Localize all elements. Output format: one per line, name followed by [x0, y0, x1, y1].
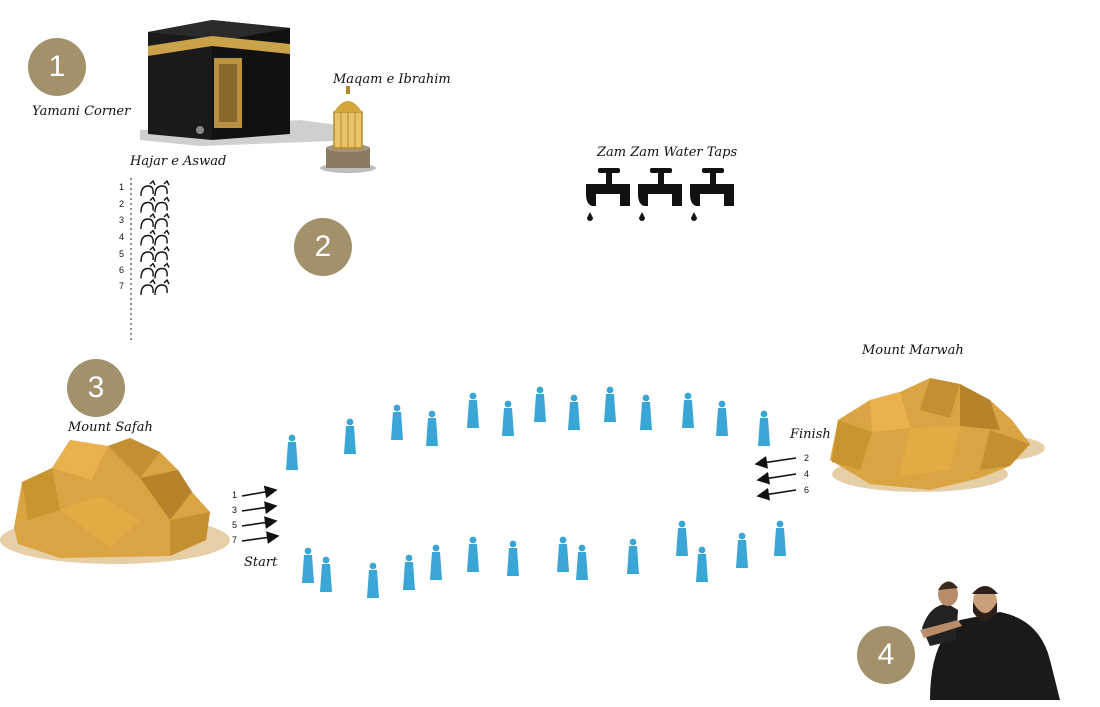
mount-safah-label: Mount Safah: [68, 420, 153, 435]
safa-round-number: 5: [232, 520, 238, 530]
hajar-aswad-label: Hajar e Aswad: [130, 154, 227, 169]
tawaf-loop-arrow: [154, 251, 168, 263]
tawaf-loop-arrow: [140, 267, 154, 279]
pilgrim-icon: [716, 400, 728, 436]
safa-round-number: 3: [232, 505, 238, 515]
marwah-round-number: 4: [804, 469, 810, 479]
tawaf-loop-arrow: [140, 284, 154, 296]
water-tap-icon: [690, 168, 734, 221]
tawaf-loop-arrow: [154, 267, 168, 279]
maqam-ibrahim-label: Maqam e Ibrahim: [333, 72, 451, 87]
marwah-round-number: 2: [804, 453, 810, 463]
marwah-round-number: 6: [804, 485, 810, 495]
pilgrim-icon: [627, 538, 639, 574]
pilgrim-icon: [403, 554, 415, 590]
pilgrim-icon: [758, 410, 770, 446]
finish-label: Finish: [790, 427, 831, 442]
tawaf-round-number: 4: [119, 232, 125, 242]
tawaf-round-number: 3: [119, 215, 125, 225]
pilgrim-icon: [534, 386, 546, 422]
pilgrim-icon: [344, 418, 356, 454]
pilgrim-icon: [736, 532, 748, 568]
pilgrim-icon: [696, 546, 708, 582]
safa-round-number: 7: [232, 535, 238, 545]
pilgrim-icon: [682, 392, 694, 428]
step-badge-1: 1: [28, 38, 86, 96]
step-badge-4: 4: [857, 626, 915, 684]
tawaf-loop-arrow: [154, 234, 168, 246]
tawaf-loop-arrow: [154, 201, 168, 213]
step-badge-3: 3: [67, 359, 125, 417]
pilgrim-icon: [507, 540, 519, 576]
tawaf-loop-arrow: [140, 201, 154, 213]
pilgrim-icon: [576, 544, 588, 580]
safa-arrow: [241, 501, 278, 514]
pilgrim-icon: [320, 556, 332, 592]
tawaf-round-number: 7: [119, 281, 125, 291]
safa-arrow: [241, 531, 280, 544]
yamani-corner-label: Yamani Corner: [32, 104, 131, 119]
safa-round-number: 1: [232, 490, 238, 500]
tawaf-loop-arrow: [154, 185, 168, 197]
pilgrim-icon: [426, 410, 438, 446]
zamzam-label: Zam Zam Water Taps: [597, 145, 738, 160]
safa-arrow: [241, 485, 278, 499]
water-tap-icon: [586, 168, 630, 221]
tawaf-loop-arrow: [140, 251, 154, 263]
tawaf-loop-arrow: [154, 284, 168, 296]
pilgrim-icon: [557, 536, 569, 572]
pilgrim-icon: [430, 544, 442, 580]
tawaf-round-number: 1: [119, 182, 125, 192]
pilgrim-icon: [467, 392, 479, 428]
tawaf-round-number: 6: [119, 265, 125, 275]
pilgrim-icon: [502, 400, 514, 436]
tawaf-loop-arrow: [140, 185, 154, 197]
pilgrim-icon: [676, 520, 688, 556]
pilgrim-icon: [640, 394, 652, 430]
water-tap-icon: [638, 168, 682, 221]
marwah-arrow: [756, 487, 797, 501]
start-label: Start: [244, 555, 278, 570]
marwah-arrow: [756, 471, 797, 485]
pilgrim-icon: [286, 434, 298, 470]
pilgrim-icon: [367, 562, 379, 598]
step-badge-2: 2: [294, 218, 352, 276]
mount-marwah-label: Mount Marwah: [862, 343, 964, 358]
pilgrim-icon: [604, 386, 616, 422]
pilgrim-icon: [774, 520, 786, 556]
tawaf-loop-arrow: [154, 218, 168, 230]
marwah-arrow: [754, 456, 797, 469]
pilgrim-icon: [391, 404, 403, 440]
tawaf-round-number: 2: [119, 199, 125, 209]
pilgrim-icon: [568, 394, 580, 430]
pilgrim-icon: [467, 536, 479, 572]
tawaf-loop-arrow: [140, 234, 154, 246]
tawaf-round-number: 5: [119, 249, 125, 259]
tawaf-loop-arrow: [140, 218, 154, 230]
safa-arrow: [241, 516, 278, 529]
pilgrim-icon: [302, 547, 314, 583]
